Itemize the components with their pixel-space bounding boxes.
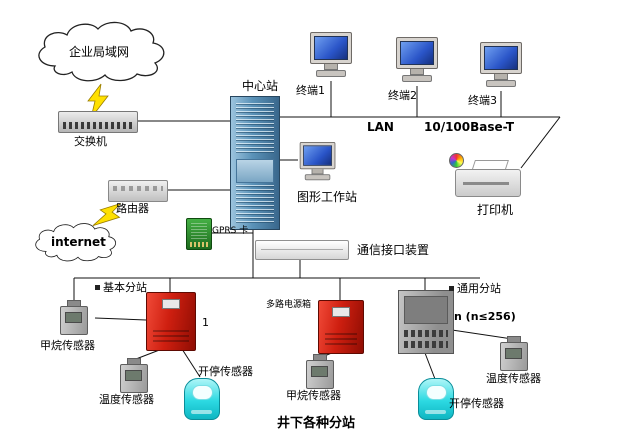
label-graphics-workstation: 图形工作站 [297, 190, 358, 204]
general-substation-icon [398, 290, 454, 354]
label-basic-substation-index: 1 [202, 316, 209, 329]
label-gprs-card: GPRS 卡 [212, 226, 249, 236]
router-ports [113, 186, 163, 191]
label-terminal1: 终端1 [296, 84, 325, 97]
temperature-sensor-right-icon [500, 336, 528, 371]
server-vents [236, 185, 274, 223]
printer-output-slot [463, 182, 509, 185]
label-switch: 交换机 [74, 135, 107, 148]
bullet-marker [95, 285, 100, 290]
server-drive-bay [236, 159, 274, 183]
label-terminal2: 终端2 [388, 89, 417, 102]
color-swirl-icon [449, 153, 464, 168]
label-central-station: 中心站 [242, 79, 279, 93]
basic-substation-icon [146, 292, 196, 351]
wire-segments [73, 81, 561, 380]
label-temperature-sensor-right: 温度传感器 [486, 372, 541, 385]
label-power-box: 多路电源箱 [266, 300, 312, 310]
onoff-sensor-left-icon [184, 378, 220, 420]
label-printer: 打印机 [477, 203, 514, 217]
central-station-server-icon [230, 96, 280, 230]
onoff-sensor-right-icon [418, 378, 454, 420]
label-internet: internet [51, 235, 106, 249]
terminal1-monitor-icon [308, 32, 354, 77]
label-temperature-sensor-left: 温度传感器 [99, 393, 154, 406]
comm-interface-icon [255, 240, 349, 260]
label-onoff-sensor-right: 开停传感器 [449, 397, 504, 410]
switch-icon [58, 111, 138, 133]
printer-icon [449, 153, 521, 200]
label-terminal3: 终端3 [468, 94, 497, 107]
label-enterprise-lan: 企业局域网 [69, 45, 130, 59]
label-lan-standard: 10/100Base-T [424, 120, 515, 134]
methane-sensor-mid-icon [306, 354, 334, 389]
label-lan: LAN [367, 120, 394, 134]
graphics-workstation-monitor-icon [298, 142, 337, 181]
server-vents [236, 103, 274, 155]
gprs-card-icon [186, 218, 212, 250]
router-icon [108, 180, 168, 202]
label-comm-interface: 通信接口装置 [357, 243, 430, 257]
label-basic-substation: 基本分站 [103, 281, 147, 294]
label-onoff-sensor-left: 开停传感器 [198, 365, 253, 378]
switch-ports [63, 122, 133, 129]
methane-sensor-left-icon [60, 300, 88, 335]
label-methane-sensor-mid: 甲烷传感器 [286, 389, 341, 402]
terminal3-monitor-icon [478, 42, 524, 87]
label-substation-count: n (n≤256) [454, 310, 516, 323]
power-box-icon [318, 300, 364, 354]
terminal2-monitor-icon [394, 37, 440, 82]
bullet-marker [449, 286, 454, 291]
diagram-caption: 井下各种分站 [277, 416, 356, 431]
label-general-substation: 通用分站 [457, 282, 501, 295]
label-methane-sensor-left: 甲烷传感器 [40, 339, 95, 352]
temperature-sensor-left-icon [120, 358, 148, 393]
label-router: 路由器 [116, 202, 149, 215]
